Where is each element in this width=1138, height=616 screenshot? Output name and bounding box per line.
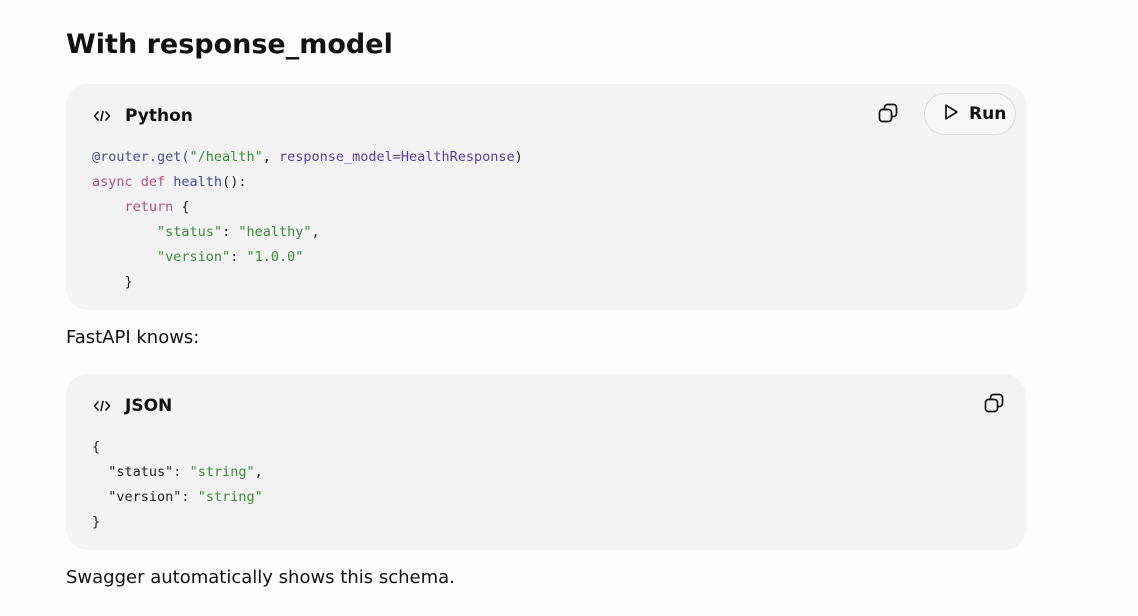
paragraph-fastapi-knows: FastAPI knows: xyxy=(66,327,200,348)
code-token: @router.get( xyxy=(92,149,190,165)
code-token xyxy=(92,489,108,505)
code-token xyxy=(92,249,157,265)
copy-button[interactable] xyxy=(872,99,904,131)
code-token: "healthy" xyxy=(238,224,312,240)
code-language-label: Python xyxy=(125,106,193,126)
run-button[interactable]: Run xyxy=(924,93,1016,135)
code-token: (): xyxy=(222,174,247,190)
json-code-block: JSON { "status": "string", "version": "s… xyxy=(66,374,1026,550)
code-token xyxy=(92,224,157,240)
code-token xyxy=(92,464,108,480)
code-token: , xyxy=(262,149,279,165)
code-line: "status": "string", xyxy=(92,460,263,485)
code-line: { xyxy=(92,435,263,460)
code-token: } xyxy=(92,514,101,530)
code-token: { xyxy=(173,199,190,215)
json-code: { "status": "string", "version": "string… xyxy=(92,435,263,535)
run-label: Run xyxy=(969,104,1007,124)
code-token: : xyxy=(173,464,190,480)
code-token: "string" xyxy=(189,464,255,480)
code-block-header: JSON xyxy=(92,394,172,418)
code-block-header: Python xyxy=(92,104,193,128)
code-token: "version" xyxy=(108,489,182,505)
code-line: "version": "string" xyxy=(92,485,263,510)
paragraph-swagger: Swagger automatically shows this schema. xyxy=(66,567,455,588)
python-code-block: Python Run @router.get("/health", respon… xyxy=(66,84,1026,310)
code-line: "version": "1.0.0" xyxy=(92,245,523,270)
code-line: "status": "healthy", xyxy=(92,220,523,245)
copy-button[interactable] xyxy=(978,389,1010,421)
code-token: "version" xyxy=(157,249,231,265)
code-token: : xyxy=(222,224,239,240)
python-code: @router.get("/health", response_model=He… xyxy=(92,145,523,295)
play-icon xyxy=(942,102,960,127)
code-line: @router.get("/health", response_model=He… xyxy=(92,145,523,170)
code-line: async def health(): xyxy=(92,170,523,195)
code-token: : xyxy=(230,249,247,265)
copy-icon xyxy=(877,102,899,129)
code-token: "string" xyxy=(197,489,263,505)
code-token: { xyxy=(92,439,101,455)
code-line: } xyxy=(92,270,523,295)
code-token: "status" xyxy=(108,464,174,480)
code-token: "1.0.0" xyxy=(246,249,304,265)
code-icon xyxy=(92,396,112,416)
code-token: response_model=HealthResponse xyxy=(278,149,515,165)
code-token: , xyxy=(311,224,320,240)
code-token: return xyxy=(124,199,174,215)
code-language-label: JSON xyxy=(125,396,173,416)
code-token: } xyxy=(92,274,133,290)
code-token: "status" xyxy=(157,224,223,240)
code-token: async def xyxy=(92,174,174,190)
section-heading: With response_model xyxy=(66,29,393,60)
code-icon xyxy=(92,106,112,126)
copy-icon xyxy=(983,392,1005,419)
code-token xyxy=(92,199,125,215)
code-line: } xyxy=(92,510,263,535)
code-token: "/health" xyxy=(189,149,263,165)
code-token: : xyxy=(181,489,198,505)
code-token: , xyxy=(254,464,263,480)
code-line: return { xyxy=(92,195,523,220)
code-token: ) xyxy=(514,149,523,165)
code-token: health xyxy=(173,174,223,190)
